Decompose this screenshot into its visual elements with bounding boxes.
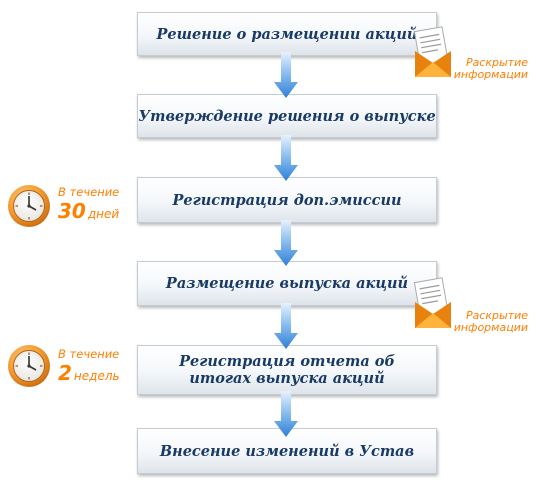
step-decision-box: Решение о размещении акций [137,12,437,56]
time-note-unit: недель [73,369,120,383]
arrow-down-icon [274,52,298,98]
time-note-number: 2 [58,361,72,385]
step-label: Регистрация отчета об итогах выпуска акц… [179,353,395,387]
disclosure-note: Раскрытие информации [438,57,528,81]
step-label: Внесение изменений в Устав [159,442,415,460]
step-label: Решение о размещении акций [156,25,418,43]
disclosure-note: Раскрытие информации [438,310,528,334]
clock-icon [8,185,50,227]
step-label-line-1: Регистрация отчета об [179,353,395,370]
step-label: Регистрация доп.эмиссии [172,191,402,209]
step-approval-box: Утверждение решения о выпуске [137,94,437,138]
document-envelope-icon [413,277,451,328]
step-report-registration-box: Регистрация отчета об итогах выпуска акц… [137,345,437,395]
step-label: Утверждение решения о выпуске [138,107,436,125]
arrow-down-icon [274,135,298,181]
step-label-line-2: итогах выпуска акций [189,370,385,387]
arrow-down-icon [274,303,298,349]
disclosure-note-line-1: Раскрытие [465,56,528,69]
disclosure-note-line-2: информации [453,68,528,81]
disclosure-note-line-1: Раскрытие [465,309,528,322]
time-note-prefix: В течение [58,185,120,199]
arrow-down-icon [274,220,298,266]
time-note-prefix: В течение [58,347,120,361]
step-label: Размещение выпуска акций [165,275,409,292]
step-charter-amendment-box: Внесение изменений в Устав [137,428,437,474]
clock-icon [8,345,50,387]
time-note-unit: дней [87,207,120,221]
step-registration-box: Регистрация доп.эмиссии [137,177,437,223]
arrow-down-icon [274,391,298,437]
document-envelope-icon [413,26,451,77]
time-note-number: 30 [58,199,86,223]
disclosure-note-line-2: информации [453,321,528,334]
step-placement-box: Размещение выпуска акций [137,261,437,306]
